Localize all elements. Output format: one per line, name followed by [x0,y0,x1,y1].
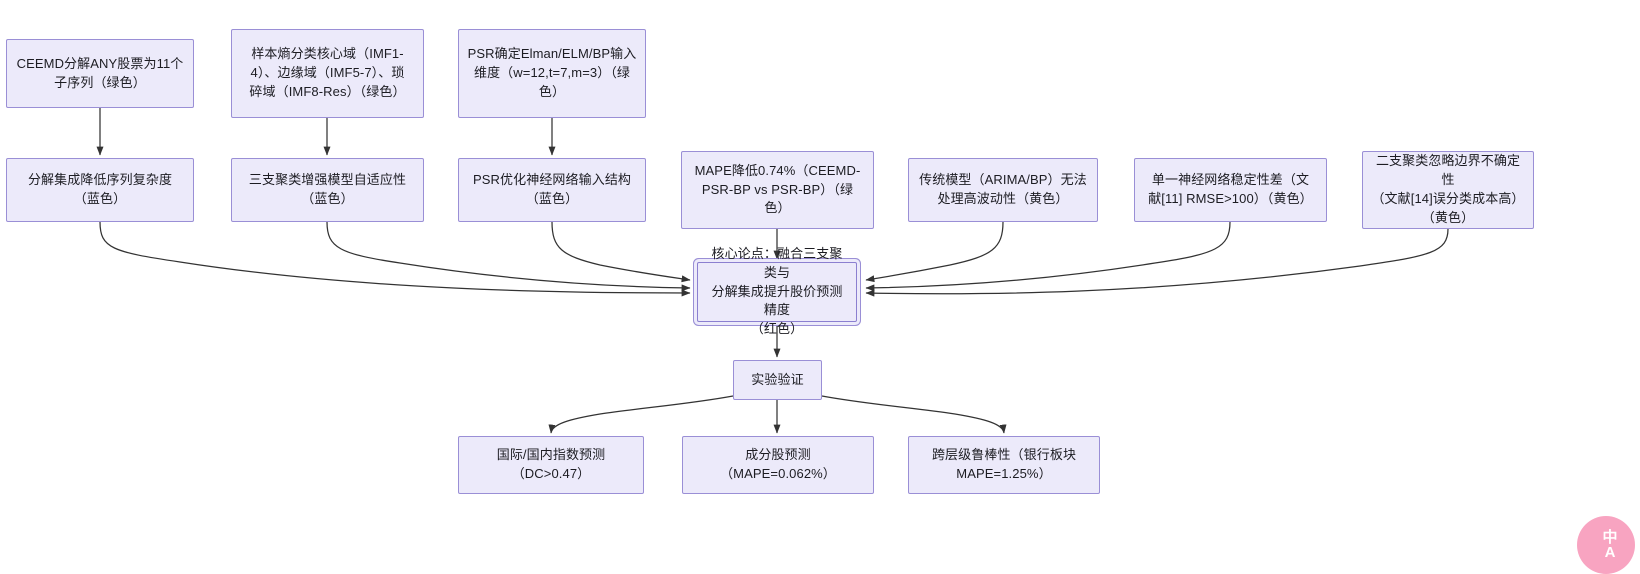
edge-psropt-to-core [551,221,691,283]
edge-traditional-to-core [865,221,1004,283]
node-label: 单一神经网络稳定性差（文 献[11] RMSE>100）（黄色） [1148,172,1313,206]
node-two-way-boundary[interactable]: 二支聚类忽略边界不确定性 （文献[14]误分类成本高） （黄色） [1362,151,1534,229]
node-label: 国际/国内指数预测 （DC>0.47） [496,447,606,481]
edge-boundary-to-core [865,228,1449,297]
node-psr-dimension[interactable]: PSR确定Elman/ELM/BP输入 维度（w=12,t=7,m=3）（绿 色… [458,29,646,118]
node-label: 跨层级鲁棒性（银行板块 MAPE=1.25%） [931,447,1077,481]
edge-complexity-to-core [99,221,691,297]
edge-experiment-to-robust [821,395,1007,434]
edge-adaptive-to-core [326,221,691,292]
node-label: 二支聚类忽略边界不确定性 （文献[14]误分类成本高） （黄色） [1371,153,1525,225]
node-label: 传统模型（ARIMA/BP）无法 处理高波动性（黄色） [919,172,1087,206]
node-label: 实验验证 [751,371,804,387]
node-label: 分解集成降低序列复杂度 （蓝色） [27,172,173,206]
node-single-nn-stability[interactable]: 单一神经网络稳定性差（文 献[11] RMSE>100）（黄色） [1134,158,1327,222]
node-index-forecast[interactable]: 国际/国内指数预测 （DC>0.47） [458,436,644,494]
edge-stability-to-core [865,221,1231,292]
watermark-badge: 中 A [1577,516,1635,574]
node-experiment[interactable]: 实验验证 [733,360,822,400]
node-mape-reduction[interactable]: MAPE降低0.74%（CEEMD- PSR-BP vs PSR-BP）（绿 色… [681,151,874,229]
watermark-text: 中 A [1602,529,1618,561]
node-label: CEEMD分解ANY股票为11个 子序列（绿色） [16,55,184,90]
node-label: 成分股预测 （MAPE=0.062%） [720,447,836,481]
node-traditional-model[interactable]: 传统模型（ARIMA/BP）无法 处理高波动性（黄色） [908,158,1098,222]
node-decomp-complexity[interactable]: 分解集成降低序列复杂度 （蓝色） [6,158,194,222]
node-ceemd-decompose[interactable]: CEEMD分解ANY股票为11个 子序列（绿色） [6,39,194,108]
node-label: 三支聚类增强模型自适应性 （蓝色） [248,172,407,206]
node-label: MAPE降低0.74%（CEEMD- PSR-BP vs PSR-BP）（绿 色… [694,162,861,216]
edge-experiment-to-index [548,395,734,434]
node-label: 样本熵分类核心域（IMF1- 4）、边缘域（IMF5-7）、琐 碎域（IMF8-… [249,46,406,99]
node-label: PSR优化神经网络输入结构 （蓝色） [472,172,632,206]
node-three-way-adaptive[interactable]: 三支聚类增强模型自适应性 （蓝色） [231,158,424,222]
node-constituent-forecast[interactable]: 成分股预测 （MAPE=0.062%） [682,436,874,494]
node-label: 核心论点：融合三支聚类与 分解集成提升股价预测精度 （红色） [711,245,843,337]
node-psr-optimize[interactable]: PSR优化神经网络输入结构 （蓝色） [458,158,646,222]
node-label: PSR确定Elman/ELM/BP输入 维度（w=12,t=7,m=3）（绿 色… [467,46,637,99]
node-core-claim[interactable]: 核心论点：融合三支聚类与 分解集成提升股价预测精度 （红色） [697,246,857,336]
node-sample-entropy[interactable]: 样本熵分类核心域（IMF1- 4）、边缘域（IMF5-7）、琐 碎域（IMF8-… [231,29,424,118]
node-cross-level-robust[interactable]: 跨层级鲁棒性（银行板块 MAPE=1.25%） [908,436,1100,494]
